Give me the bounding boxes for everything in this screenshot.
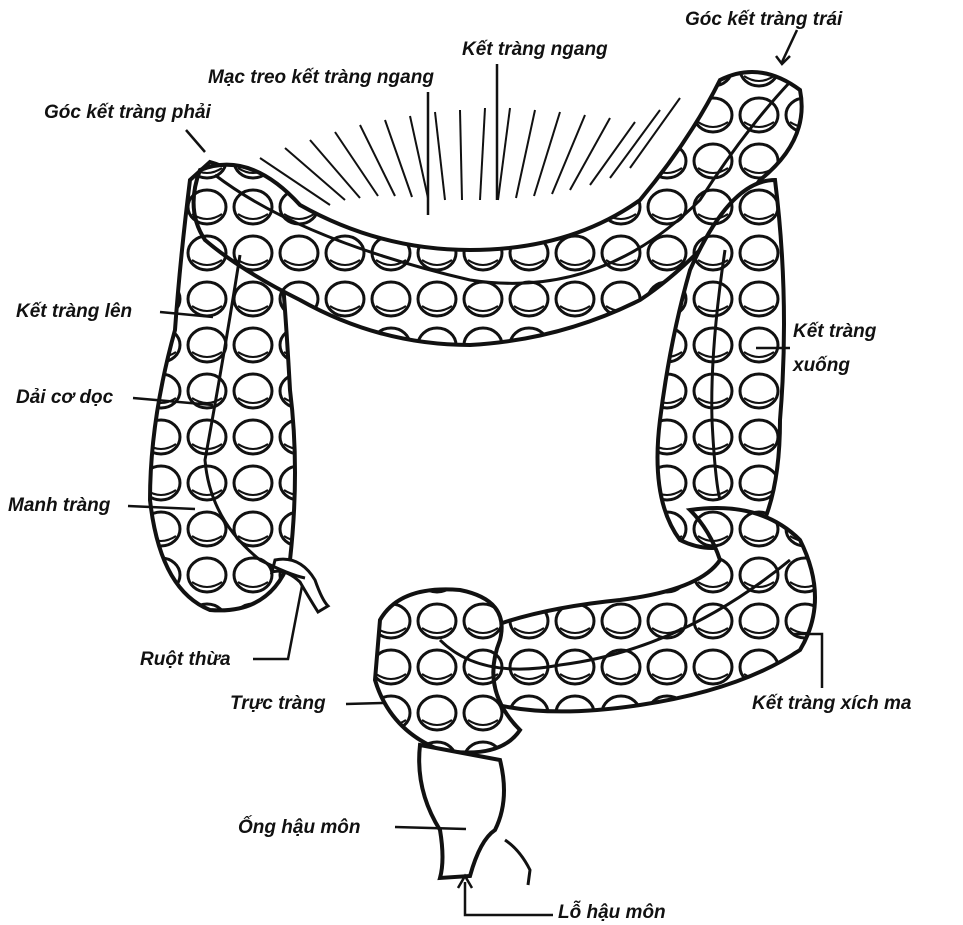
label-rectum: Trực tràng	[230, 694, 326, 713]
label-transverse-colon: Kết tràng ngang	[462, 40, 608, 59]
label-transverse-mesocolon: Mạc treo kết tràng ngang	[208, 68, 434, 87]
label-left-colic-flexure: Góc kết tràng trái	[685, 10, 842, 29]
leader-lo	[465, 882, 553, 915]
anal-canal-edge	[505, 840, 530, 885]
label-right-colic-flexure: Góc kết tràng phải	[44, 103, 211, 122]
label-taenia-coli: Dải cơ dọc	[16, 388, 113, 407]
leader-goc-phai	[186, 130, 205, 152]
label-cecum: Manh tràng	[8, 496, 110, 515]
leader-truc	[346, 703, 383, 704]
anal-canal	[419, 745, 504, 878]
mesentery-lines	[260, 98, 680, 205]
label-sigmoid-colon: Kết tràng xích ma	[752, 694, 911, 713]
label-anal-canal: Ống hậu môn	[238, 818, 360, 837]
label-descending-colon-line1: Kết tràng	[793, 322, 876, 341]
appendix	[272, 559, 328, 612]
label-appendix: Ruột thừa	[140, 650, 231, 669]
sigmoid-colon	[453, 508, 815, 711]
label-ascending-colon: Kết tràng lên	[16, 302, 132, 321]
label-descending-colon-line2: xuống	[793, 356, 850, 375]
label-anus: Lỗ hậu môn	[558, 903, 666, 922]
